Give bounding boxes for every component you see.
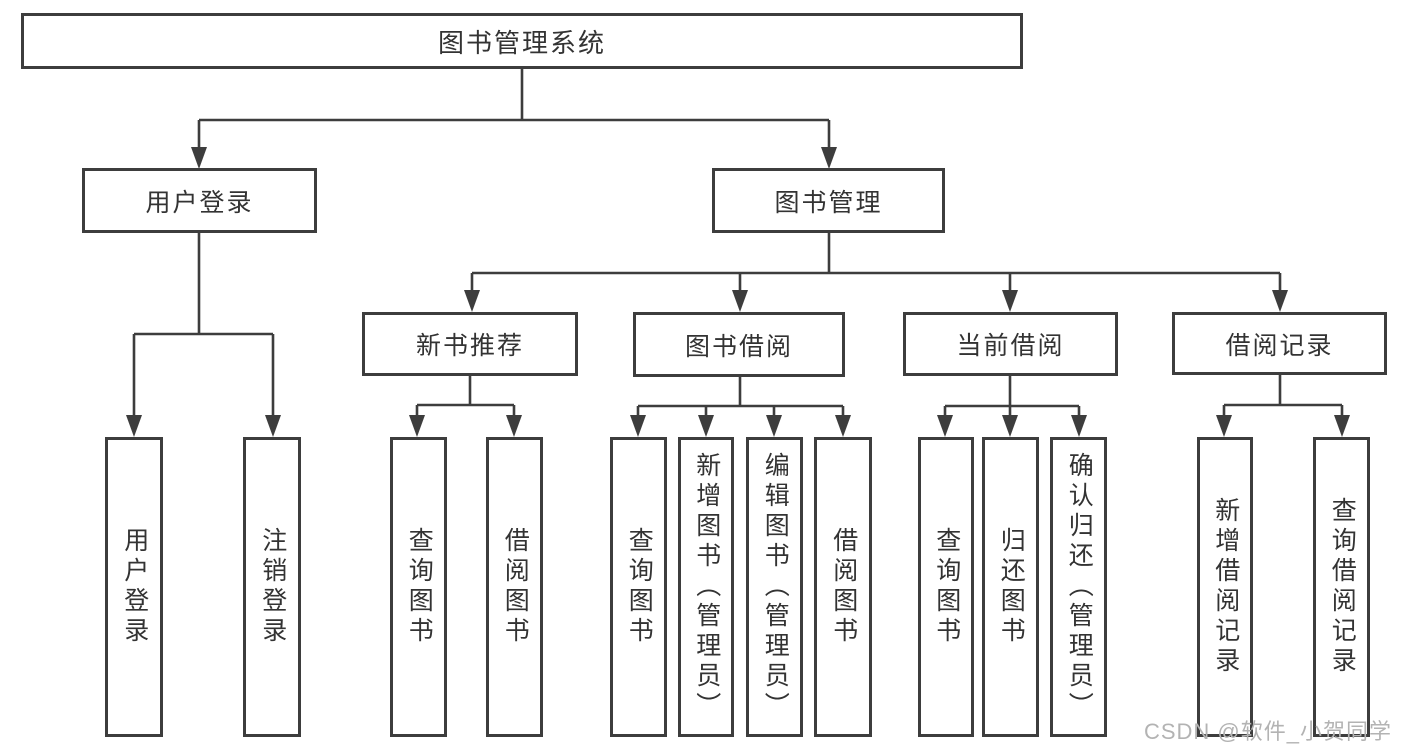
leaf-label: 编辑图书（管理员） (761, 452, 790, 722)
node-borrow-records: 借阅记录 (1172, 312, 1387, 375)
leaf-query-borrow-record: 查询借阅记录 (1313, 437, 1370, 737)
node-user-login: 用户登录 (82, 168, 317, 233)
leaf-label: 借阅图书 (501, 527, 530, 647)
leaf-label: 查询图书 (932, 527, 961, 647)
leaf-label: 查询图书 (625, 527, 654, 647)
node-label: 借阅记录 (1225, 331, 1334, 360)
leaf-add-books-admin: 新增图书（管理员） (678, 437, 734, 737)
node-label: 新书推荐 (415, 332, 524, 360)
leaf-label: 借阅图书 (829, 527, 858, 647)
leaf-label: 确认归还（管理员） (1065, 452, 1094, 722)
leaf-user-login: 用户登录 (105, 437, 163, 737)
leaf-label: 注销登录 (258, 527, 287, 647)
node-book-management: 图书管理 (712, 168, 945, 233)
leaf-return-books: 归还图书 (982, 437, 1039, 737)
node-current-borrow: 当前借阅 (903, 312, 1118, 376)
node-label: 图书借阅 (684, 332, 793, 361)
leaf-borrow-books-1: 借阅图书 (486, 437, 543, 737)
node-label: 用户登录 (145, 188, 254, 217)
csdn-watermark: CSDN @软件_小贺同学 (1143, 719, 1392, 744)
node-label: 图书管理系统 (437, 27, 606, 58)
node-library-management-system: 图书管理系统 (21, 13, 1023, 69)
node-new-book-recommend: 新书推荐 (362, 312, 578, 376)
leaf-label: 查询图书 (405, 527, 434, 647)
leaf-label: 归还图书 (997, 527, 1026, 647)
leaf-confirm-return-admin: 确认归还（管理员） (1050, 437, 1107, 737)
node-label: 图书管理 (774, 188, 883, 217)
leaf-query-books-1: 查询图书 (390, 437, 447, 737)
leaf-label: 用户登录 (120, 527, 149, 647)
leaf-query-books-3: 查询图书 (918, 437, 974, 737)
leaf-label: 新增图书（管理员） (692, 452, 721, 722)
leaf-logout: 注销登录 (243, 437, 301, 737)
node-book-borrow: 图书借阅 (633, 312, 845, 377)
leaf-borrow-books-2: 借阅图书 (814, 437, 872, 737)
leaf-query-books-2: 查询图书 (610, 437, 667, 737)
node-label: 当前借阅 (956, 332, 1065, 360)
leaf-label: 新增借阅记录 (1211, 497, 1240, 677)
leaf-label: 查询借阅记录 (1328, 497, 1357, 677)
leaf-edit-books-admin: 编辑图书（管理员） (746, 437, 803, 737)
leaf-add-borrow-record: 新增借阅记录 (1197, 437, 1253, 737)
